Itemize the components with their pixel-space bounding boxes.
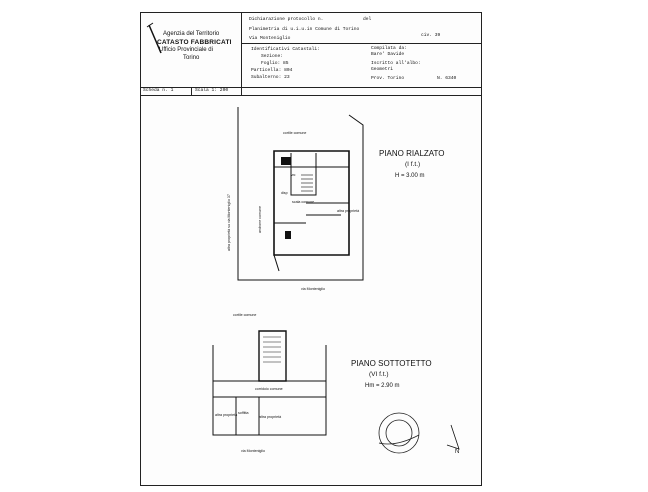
protocol-del: del: [363, 17, 372, 22]
north-arrow: [446, 424, 460, 450]
floor1-wc: wc: [291, 173, 296, 177]
albo: Geometri: [371, 67, 394, 72]
provincia: Prov. Torino: [371, 76, 405, 81]
foglio: Foglio: 85: [261, 61, 289, 66]
floor1-via: via Monteniglio: [301, 287, 325, 291]
floor1-side-label: altra proprietà su via Monteniglio 37: [227, 194, 231, 251]
floor2-corridoio: corridoio comune: [255, 387, 283, 391]
civico: civ. 39: [421, 33, 441, 38]
floor2-cortile: cortile comune: [233, 313, 257, 317]
floor1-scala: scala comune: [292, 200, 315, 204]
iscritto-label: Iscritto all'albo:: [371, 61, 421, 66]
compilata-label: Compilata da:: [371, 46, 407, 51]
floor1-cortile: cortile comune: [283, 131, 307, 135]
planimetria-line: Planimetria di u.i.u.in Comune di Torino: [249, 27, 360, 32]
particella: Particella: 804: [251, 68, 293, 73]
ufficio-label: Ufficio Provinciale di: [159, 47, 213, 53]
catasto-title: CATASTO FABBRICATI: [157, 39, 232, 46]
agency-emblem-icon: [146, 22, 162, 54]
sezione: Sezione:: [261, 54, 284, 59]
floor1-disp: disp: [281, 191, 288, 195]
sheet-header: Agenzia del Territorio CATASTO FABBRICAT…: [141, 13, 481, 88]
floor2-altra-right: altra proprietà: [259, 415, 282, 419]
agency-logo-box: Agenzia del Territorio CATASTO FABBRICAT…: [141, 13, 242, 87]
compilatore: Bare' Davide: [371, 52, 405, 57]
floor1-height: H = 3.00 m: [395, 173, 425, 179]
north-label: N: [455, 449, 460, 455]
ident-title: Identificativi Catastali:: [251, 47, 320, 52]
floor1-subtitle: (I f.t.): [405, 161, 421, 168]
floor-plans-drawing: [212, 107, 460, 454]
scale-label: Scala 1: 200: [195, 88, 229, 93]
agency-name: Agenzia del Territorio: [163, 31, 220, 37]
floor2-title: PIANO SOTTOTETTO: [351, 359, 432, 368]
scheda-row: Scheda n. 1 Scala 1: 200: [141, 87, 481, 96]
floor1-title: PIANO RIALZATO: [379, 149, 445, 158]
official-stamp: [378, 412, 420, 454]
numero-iscrizione: N. 6340: [437, 76, 457, 81]
subalterno: Subalterno: 23: [251, 75, 290, 80]
address-line: Via Monteniglio: [249, 36, 291, 41]
floor1-androne: androne comune: [258, 206, 262, 233]
floor2-soffitta: soffitta: [238, 411, 249, 415]
citta-label: Torino: [183, 55, 200, 61]
floor2-subtitle: (VI f.t.): [369, 371, 389, 378]
scheda-number: Scheda n. 1: [143, 88, 174, 93]
floor2-altra-left: altra proprietà: [215, 413, 238, 417]
cadastral-sheet: Agenzia del Territorio CATASTO FABBRICAT…: [140, 12, 482, 486]
floor1-altra: altra proprietà: [337, 209, 360, 213]
protocol-line: Dichiarazione protocollo n.: [249, 17, 324, 22]
floor2-height: Hm = 2.90 m: [365, 383, 400, 389]
floor2-via: via Monteniglio: [241, 449, 265, 453]
